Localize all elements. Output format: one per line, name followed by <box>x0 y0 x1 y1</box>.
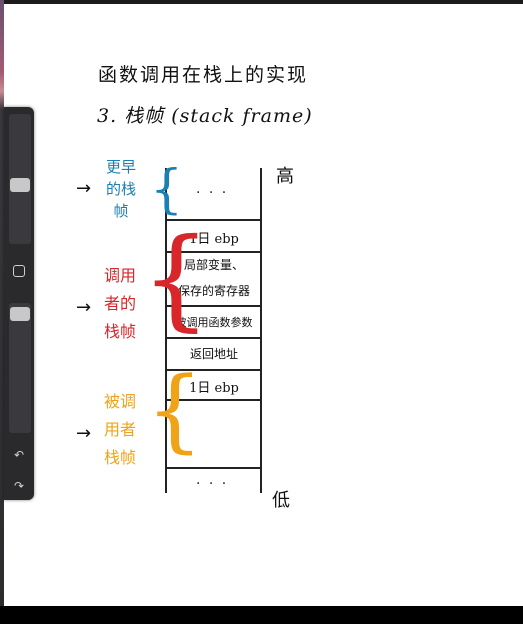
page-title: 函数调用在栈上的实现 <box>98 64 309 86</box>
undo-icon[interactable]: ↶ <box>13 448 25 462</box>
stack-left-wall <box>165 168 167 493</box>
opacity-slider[interactable] <box>9 303 31 433</box>
cell-old-ebp-top: 1日 ebp <box>189 232 239 247</box>
caller-frame-label: 调用 者的 栈帧 <box>104 266 137 341</box>
arrow-earlier-frame: → <box>76 178 92 199</box>
stack-bottom-ellipsis: · · · <box>196 476 229 492</box>
earlier-frame-label: 更早 的栈 帧 <box>106 158 137 220</box>
cell-return-address: 返回地址 <box>189 347 238 361</box>
divider <box>165 467 262 469</box>
divider <box>165 305 262 307</box>
cell-locals-line2: 保存的寄存器 <box>177 284 250 298</box>
cell-callee-args: 被调用函数参数 <box>175 316 253 329</box>
bottom-bar <box>0 606 523 624</box>
caller-frame-brace: { <box>141 214 211 342</box>
divider <box>165 251 262 253</box>
cell-locals-line1: 局部变量、 <box>183 258 244 272</box>
tool-palette: ↶ ↷ <box>4 107 34 500</box>
divider <box>165 337 262 339</box>
callee-frame-brace: { <box>146 358 204 463</box>
divider <box>165 399 262 401</box>
low-address-label: 低 <box>272 490 290 511</box>
high-address-label: 高 <box>276 166 294 187</box>
divider <box>165 219 262 221</box>
brush-size-knob[interactable] <box>10 178 30 192</box>
earlier-frame-brace: { <box>150 160 184 220</box>
opacity-knob[interactable] <box>10 307 30 321</box>
page-subtitle: 3. 栈帧 (stack frame) <box>97 105 313 127</box>
background-window-edge <box>0 0 4 606</box>
divider <box>165 369 262 371</box>
square-icon[interactable] <box>13 265 25 277</box>
callee-frame-label: 被调 用者 栈帧 <box>104 392 137 467</box>
stack-right-wall <box>260 168 262 493</box>
cell-old-ebp-bottom: 1日 ebp <box>189 381 239 396</box>
top-bar <box>0 0 523 4</box>
brush-size-slider[interactable] <box>9 114 31 244</box>
redo-icon[interactable]: ↷ <box>13 479 25 493</box>
arrow-caller-frame: → <box>76 297 92 318</box>
arrow-callee-frame: → <box>76 423 92 444</box>
stack-top-ellipsis: · · · <box>196 185 229 201</box>
